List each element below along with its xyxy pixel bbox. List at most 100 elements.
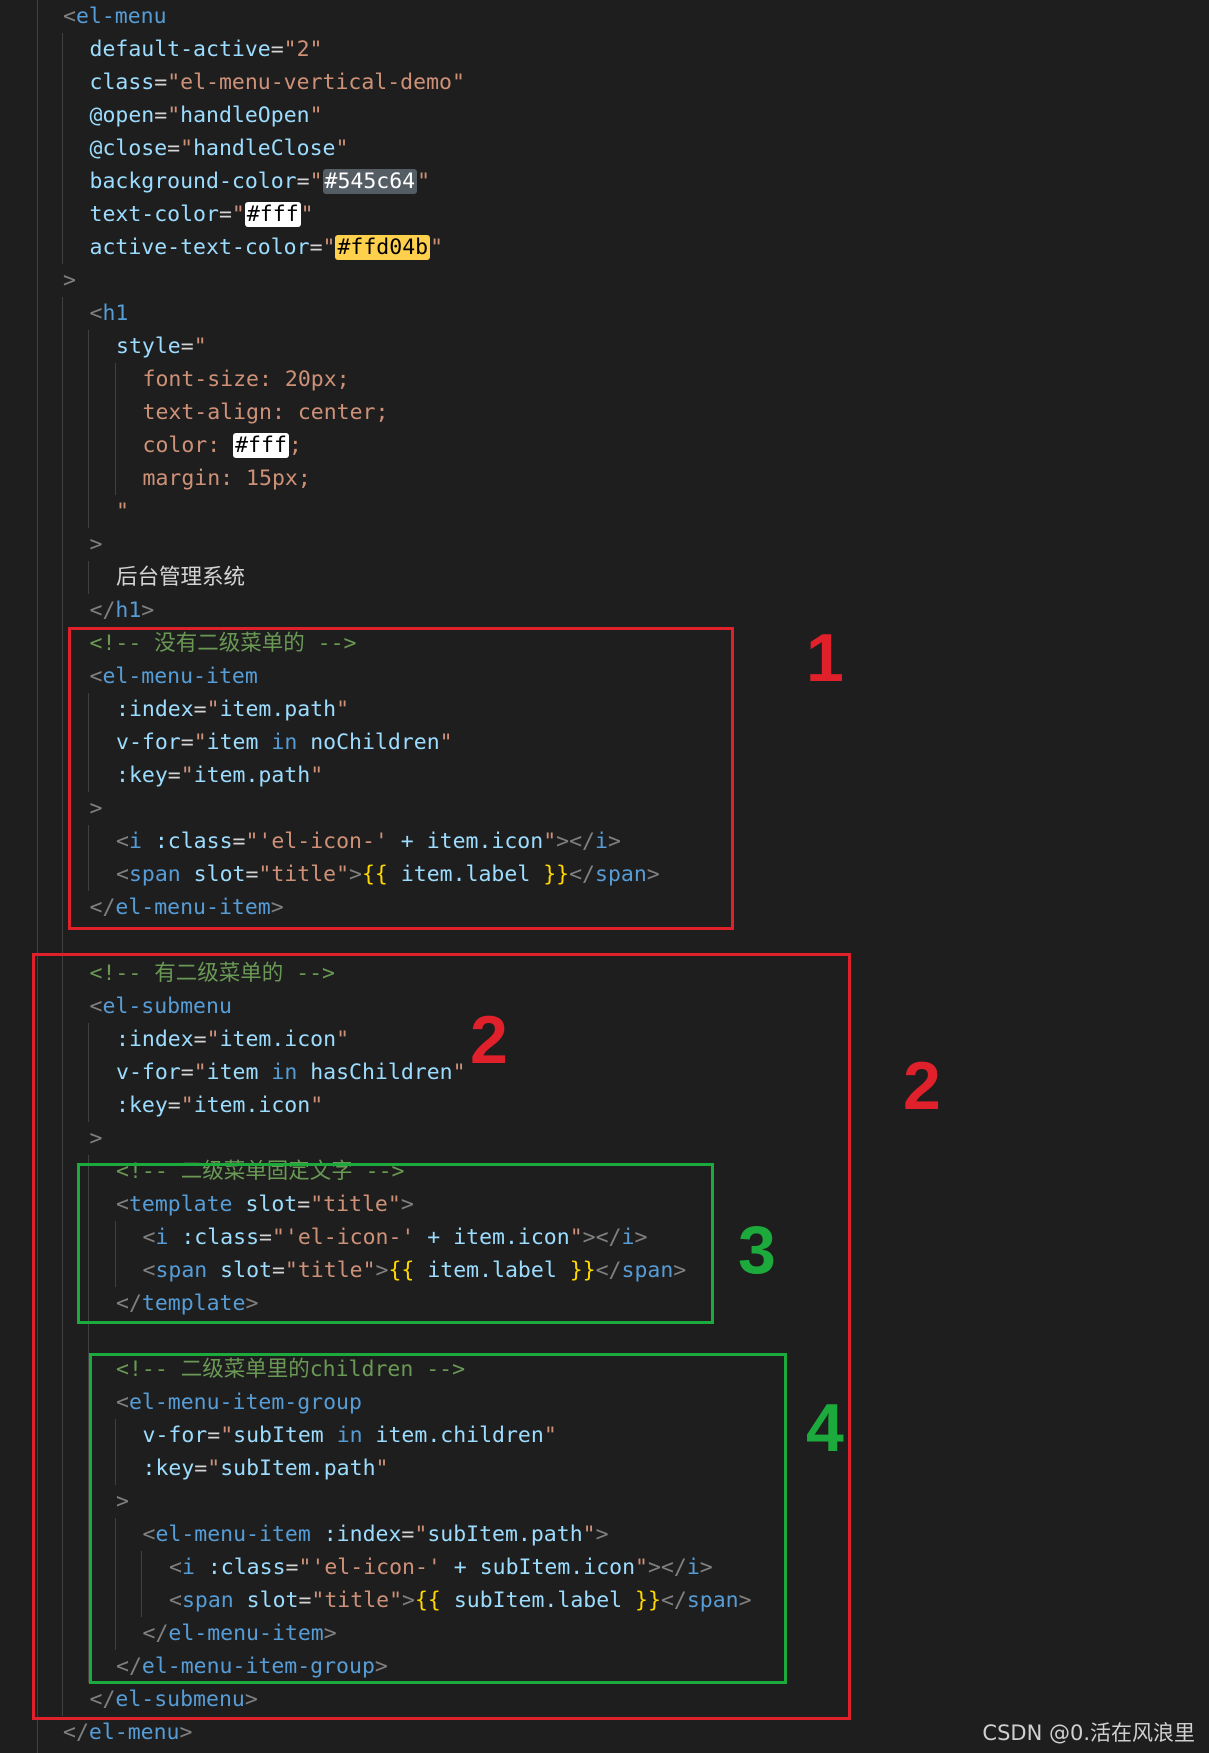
indent-guide: [115, 363, 116, 495]
code-line: <!-- 有二级菜单的 -->: [90, 957, 336, 990]
code-token: >: [738, 1588, 752, 1613]
code-token: ": [430, 235, 444, 260]
code-token: ": [207, 1456, 221, 1481]
code-token: ": [309, 169, 323, 194]
code-token: >: [673, 1258, 687, 1283]
code-token: <: [116, 829, 129, 854]
color-swatch: #545c64: [322, 169, 418, 194]
code-token: <: [142, 1258, 156, 1283]
indent-guide: [88, 825, 89, 891]
code-token: ;: [288, 433, 302, 458]
code-line: <el-menu: [63, 0, 167, 33]
code-token: margin: 15px;: [142, 466, 311, 491]
code-token: </: [660, 1588, 687, 1613]
code-line: background-color="#545c64": [90, 165, 430, 198]
code-token: {{: [361, 862, 388, 887]
code-token: "'el-icon-': [271, 1225, 415, 1250]
code-line: >: [116, 1485, 129, 1518]
code-token: el-menu: [88, 1720, 180, 1745]
code-token: subItem.path: [220, 1456, 376, 1481]
indent-guide: [141, 1551, 142, 1617]
code-line: font-size: 20px;: [143, 363, 350, 396]
indent-guide: [88, 330, 89, 528]
annotation-box-1: [68, 627, 734, 930]
code-token: item.label: [387, 862, 544, 887]
code-token: ": [322, 235, 336, 260]
code-token: =: [154, 70, 168, 95]
code-token: =: [207, 1423, 221, 1448]
code-token: i: [621, 1225, 635, 1250]
code-token: =: [232, 829, 246, 854]
code-token: span: [686, 1588, 739, 1613]
annotation-number-3: 3: [738, 1212, 776, 1288]
code-line: active-text-color="#ffd04b": [89, 231, 444, 264]
code-token: @close: [89, 136, 168, 161]
code-line: <el-submenu: [90, 990, 232, 1023]
code-token: class: [89, 70, 155, 95]
gutter-guide: [37, 0, 38, 1753]
code-line: class="el-menu-vertical-demo": [90, 66, 465, 99]
code-token: span: [621, 1258, 674, 1283]
annotation-number-2-inner: 2: [470, 1002, 508, 1078]
code-token: ": [180, 1093, 194, 1118]
code-token: >: [699, 1555, 713, 1580]
code-token: <: [116, 1390, 129, 1415]
code-token: }}: [569, 1258, 596, 1283]
code-token: ": [635, 1555, 648, 1580]
code-token: template: [128, 1192, 233, 1217]
code-line: 后台管理系统: [116, 561, 245, 594]
code-token: ": [193, 334, 207, 359]
code-token: "el-menu-vertical-demo": [167, 70, 465, 95]
code-token: >: [646, 862, 660, 887]
code-token: "'el-icon-': [298, 1555, 441, 1580]
code-token: h1: [102, 301, 129, 326]
indent-guide: [88, 693, 89, 792]
code-token: <: [169, 1555, 182, 1580]
code-token: span: [128, 862, 181, 887]
annotation-number-1: 1: [806, 620, 844, 696]
code-token: h1: [115, 598, 142, 623]
annotation-box-4: [89, 1353, 787, 1684]
code-token: ": [231, 202, 245, 227]
code-line: <h1: [90, 297, 129, 330]
code-line: <i :class="'el-icon-' + subItem.icon"></…: [169, 1551, 713, 1584]
code-token: active-text-color: [89, 235, 310, 260]
code-token: ></: [647, 1555, 687, 1580]
code-token: template: [141, 1291, 246, 1316]
code-token: <: [169, 1588, 182, 1613]
code-token: =: [285, 1555, 299, 1580]
code-token: in: [271, 730, 298, 755]
code-token: "title": [284, 1258, 376, 1283]
indent-guide: [62, 297, 63, 1716]
code-token: </: [89, 598, 116, 623]
code-token: ": [543, 1423, 557, 1448]
code-token: :index: [310, 1522, 402, 1547]
code-token: <!-- 有二级菜单的 -->: [89, 961, 336, 986]
code-token: :index: [116, 1027, 194, 1052]
indent-guide: [88, 1023, 89, 1122]
code-token: </: [116, 1654, 142, 1679]
code-token: <: [142, 1225, 156, 1250]
code-token: =: [167, 136, 181, 161]
code-token: el-menu-item: [155, 1522, 311, 1547]
code-line: </el-submenu>: [90, 1683, 258, 1716]
code-token: >: [89, 1126, 103, 1151]
code-token: el-menu-item: [102, 664, 258, 689]
code-token: hasChildren: [297, 1060, 453, 1085]
code-token: <: [116, 862, 129, 887]
code-line: <template slot="title">: [116, 1188, 414, 1221]
code-token: ": [300, 202, 314, 227]
code-token: i: [128, 829, 142, 854]
code-token: =: [167, 1093, 181, 1118]
code-token: </: [63, 1720, 89, 1745]
code-line: <el-menu-item: [90, 660, 258, 693]
code-line: ": [116, 495, 129, 528]
code-token: }}: [543, 862, 570, 887]
code-token: ": [335, 136, 349, 161]
code-token: v-for: [142, 1423, 208, 1448]
code-token: <: [63, 4, 76, 29]
code-line: @close="handleClose": [90, 132, 349, 165]
code-token: :class: [141, 829, 233, 854]
code-line: color: #fff;: [143, 429, 302, 462]
code-token: =: [218, 202, 232, 227]
